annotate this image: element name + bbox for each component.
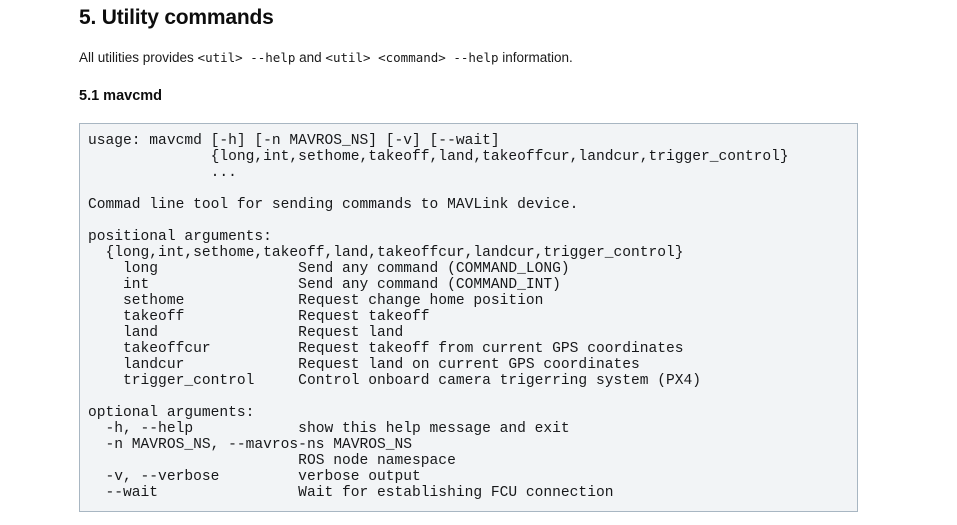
intro-text-middle: and (295, 50, 326, 65)
page-title: 5. Utility commands (79, 6, 274, 29)
intro-text-after: information. (498, 50, 573, 65)
intro-paragraph: All utilities provides <util> --help and… (79, 31, 885, 68)
subsection-title-mavcmd: 5.1 mavcmd (79, 88, 163, 104)
code-block-mavcmd-usage: usage: mavcmd [-h] [-n MAVROS_NS] [-v] [… (79, 123, 858, 512)
intro-text-before: All utilities provides (79, 50, 198, 65)
code-block-content: usage: mavcmd [-h] [-n MAVROS_NS] [-v] [… (88, 133, 789, 501)
inline-code-util-command-help: <util> <command> --help (325, 50, 499, 65)
inline-code-util-help: <util> --help (197, 50, 296, 65)
